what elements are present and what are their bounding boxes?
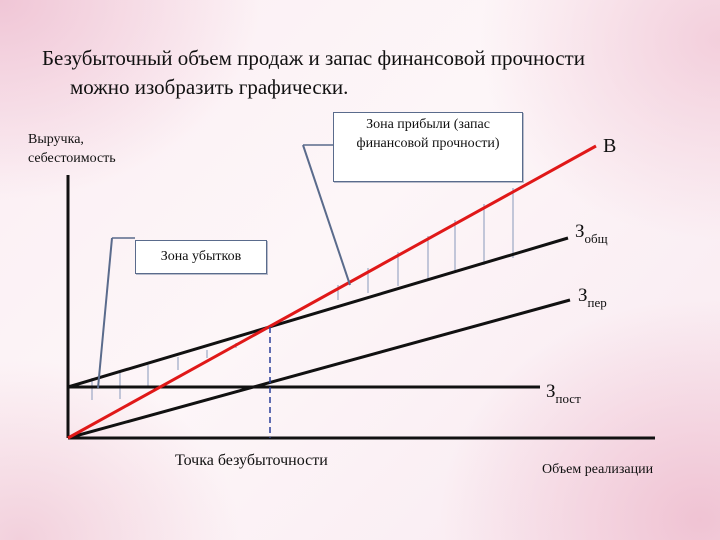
break-even-point-label: Точка безубыточности [175, 452, 328, 469]
sales-volume-label: Объем реализации [542, 462, 654, 477]
loss-callout-pointer-diag [97, 237, 113, 389]
slide-title: Безубыточный объем продаж и запас финанс… [42, 44, 702, 102]
fixed-cost-label: Зпост [546, 381, 581, 410]
y-axis-label: Выручка, себестоимость [28, 132, 116, 166]
fixed-cost-label-sub: пост [555, 391, 581, 406]
total-cost-label: Зобщ [575, 221, 608, 250]
title-line-1: Безубыточный объем продаж и запас финанс… [42, 46, 585, 70]
revenue-line [67, 144, 597, 440]
profit-zone-hatching [337, 188, 514, 300]
profit-zone-callout: Зона прибыли (запас финансовой прочности… [333, 112, 523, 182]
loss-zone-callout: Зона убытков [135, 240, 267, 274]
loss-zone-hatching [91, 343, 237, 400]
revenue-line-label: В [603, 135, 617, 157]
variable-cost-label-base: З [578, 285, 588, 306]
title-line-2: можно изобразить графически. [70, 75, 349, 99]
variable-cost-label: Зпер [578, 285, 607, 314]
total-cost-line [67, 236, 569, 389]
fixed-cost-label-base: З [546, 381, 556, 402]
total-cost-label-base: З [575, 221, 585, 242]
variable-cost-label-sub: пер [587, 295, 607, 310]
profit-callout-pointer-diag [302, 144, 351, 286]
variable-cost-line [67, 298, 571, 440]
total-cost-label-sub: общ [584, 231, 608, 246]
